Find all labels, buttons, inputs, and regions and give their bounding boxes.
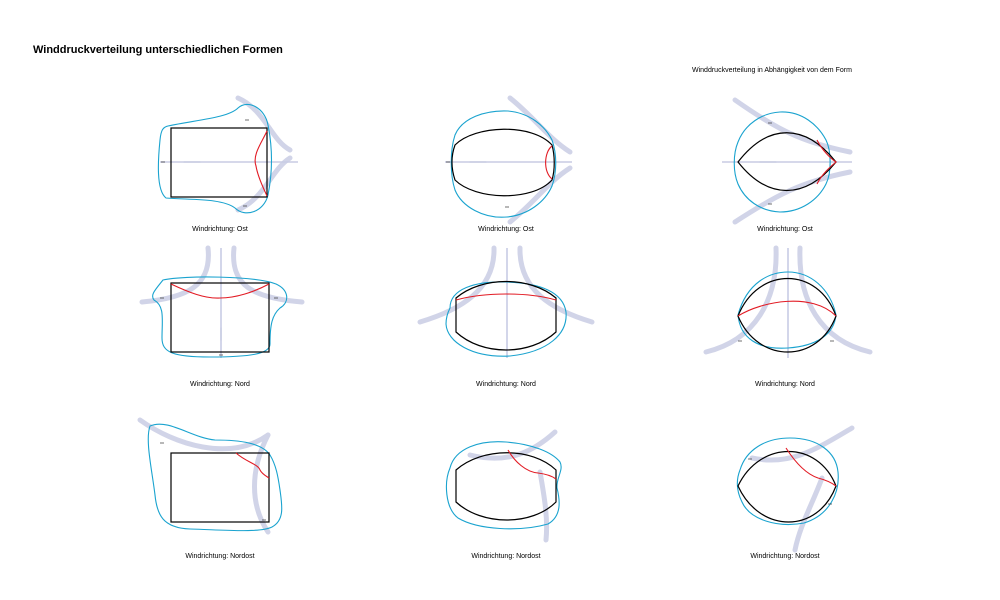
airflow-lines <box>417 245 595 358</box>
wind-pressure-envelope <box>737 271 837 349</box>
pressure-line <box>785 447 837 487</box>
pressure-line <box>455 293 557 301</box>
pressure-line <box>254 130 268 197</box>
airflow-lines <box>445 95 573 225</box>
caption-lens-northeast: Windrichtung: Nordost <box>750 553 820 560</box>
pressure-line <box>545 145 553 180</box>
panel-lens-northeast <box>736 425 855 553</box>
caption-barrel-north: Windrichtung: Nord <box>476 381 536 388</box>
panel-rectangle-northeast <box>137 417 283 535</box>
building-outline <box>455 281 557 351</box>
caption-lens-north: Windrichtung: Nord <box>755 381 815 388</box>
caption-barrel-east: Windrichtung: Ost <box>478 226 534 233</box>
wind-pressure-envelope <box>736 437 839 525</box>
building-outline <box>455 452 557 521</box>
pressure-line <box>235 452 270 479</box>
panel-lens-north <box>703 245 873 358</box>
page-subtitle: Winddruckverteilung in Abhängigkeit von … <box>692 67 852 74</box>
building-outline <box>170 127 268 198</box>
building-outline <box>170 282 270 353</box>
caption-rectangle-east: Windrichtung: Ost <box>192 226 248 233</box>
wind-pressure-envelope <box>152 276 288 358</box>
airflow-lines <box>703 245 873 358</box>
pressure-line <box>507 449 557 480</box>
pressure-line <box>816 139 837 185</box>
wind-pressure-envelope <box>445 281 567 357</box>
airflow-lines <box>467 429 558 543</box>
caption-barrel-northeast: Windrichtung: Nordost <box>471 553 541 560</box>
airflow-lines <box>139 245 305 358</box>
wind-pressure-envelope <box>445 441 562 530</box>
airflow-lines <box>722 97 853 225</box>
panel-rectangle-north <box>139 245 305 358</box>
building-outline <box>451 128 555 197</box>
airflow-lines <box>749 425 855 553</box>
wind-pressure-envelope <box>147 423 283 532</box>
caption-rectangle-north: Windrichtung: Nord <box>190 381 250 388</box>
caption-rectangle-northeast: Windrichtung: Nordost <box>185 553 255 560</box>
building-outline <box>170 452 270 523</box>
airflow-lines <box>137 417 271 535</box>
pressure-line <box>170 283 270 299</box>
airflow-lines <box>160 95 298 213</box>
wind-pressure-envelope <box>733 111 831 213</box>
caption-lens-east: Windrichtung: Ost <box>757 226 813 233</box>
panel-barrel-east <box>445 95 573 225</box>
panel-rectangle-east <box>157 95 298 214</box>
page-title: Winddruckverteilung unterschiedlichen Fo… <box>33 44 283 56</box>
panel-lens-east <box>722 97 853 225</box>
building-outline <box>737 451 837 523</box>
wind-pressure-envelope <box>450 110 557 218</box>
panel-barrel-northeast <box>445 429 562 543</box>
wind-pressure-envelope <box>157 103 272 214</box>
pressure-line <box>737 300 837 317</box>
panel-barrel-north <box>417 245 595 358</box>
